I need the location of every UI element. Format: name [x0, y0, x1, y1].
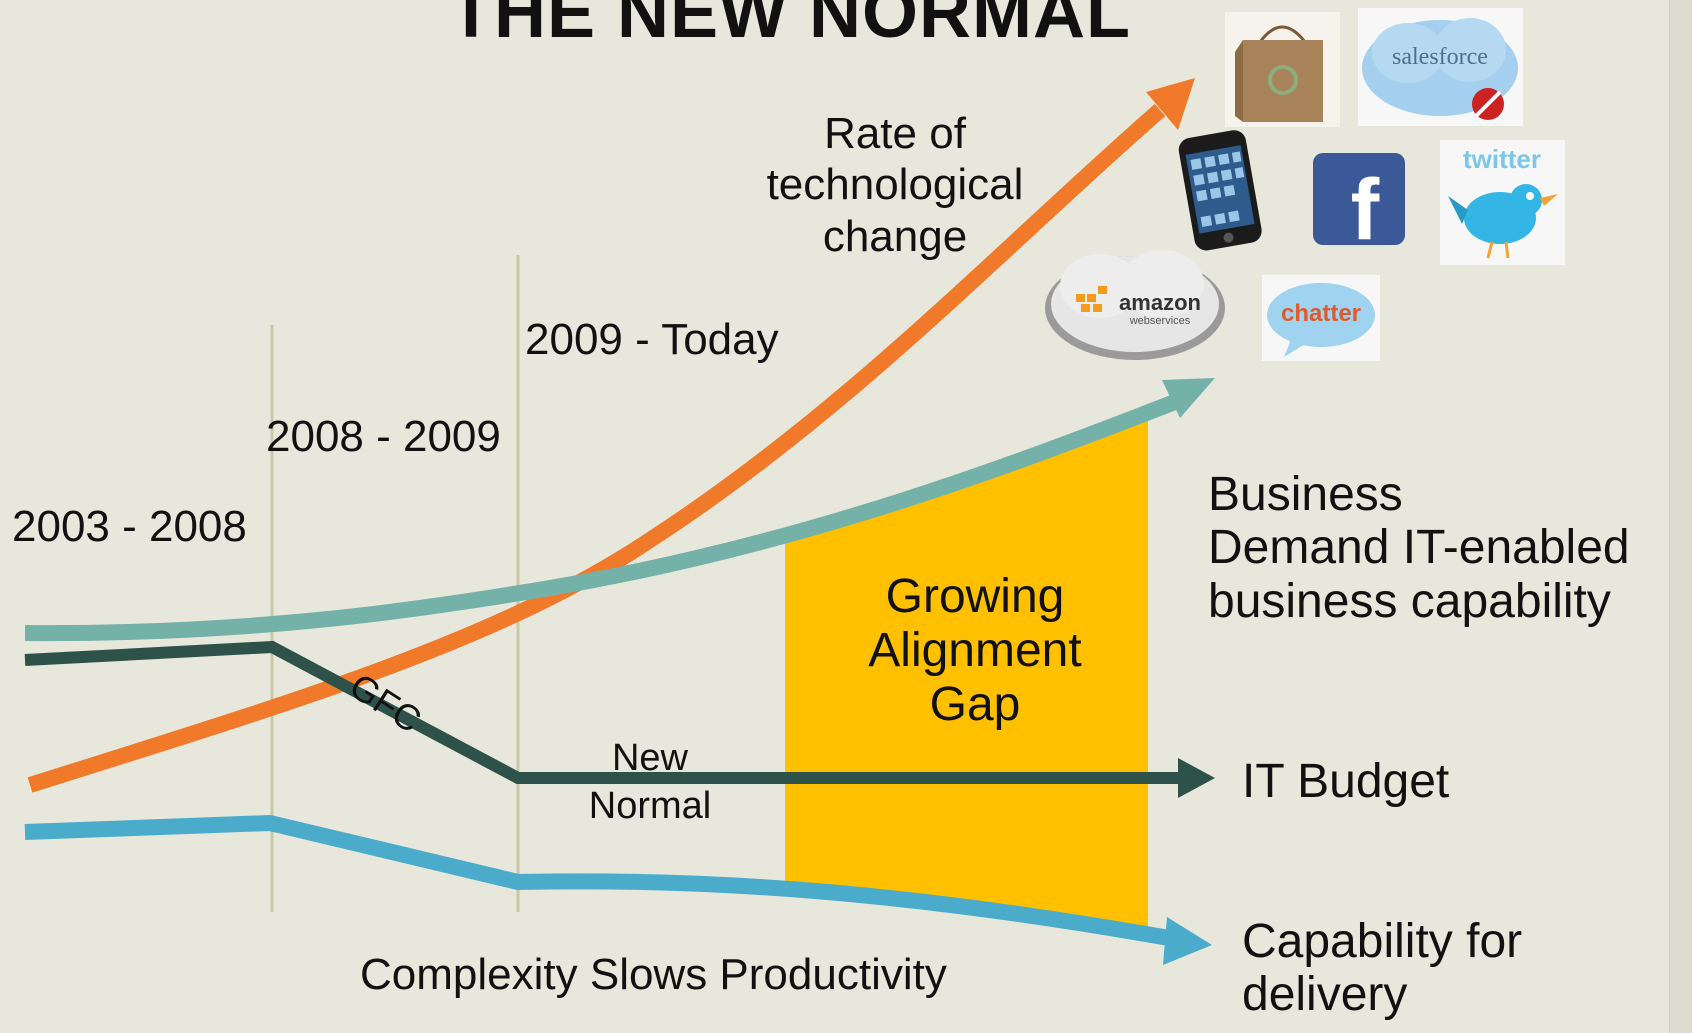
salesforce-logo-text: salesforce [1392, 44, 1488, 70]
new-normal-label: New Normal [588, 737, 712, 827]
chatter-logo-icon: chatter [1262, 275, 1380, 366]
chatter-logo-text: chatter [1281, 300, 1361, 327]
it-budget-arrowhead [1178, 758, 1215, 798]
tech-change-arrowhead [1146, 78, 1195, 130]
capability-arrowhead [1163, 917, 1212, 965]
salesforce-logo-icon: salesforce [1358, 8, 1523, 131]
tech-change-line [27, 103, 1166, 793]
tech-change-label: Rate of technological change [766, 109, 1024, 261]
twitter-logo-icon: twitter [1440, 140, 1565, 270]
period-label-2009-today: 2009 - Today [525, 315, 779, 364]
shopping-bag-icon [1225, 12, 1340, 132]
capability-label: Capability for delivery [1242, 915, 1523, 1022]
alignment-gap-area [785, 415, 1148, 928]
business-demand-label: Business Demand IT-enabled business capa… [1208, 468, 1630, 628]
page-title: THE NEW NORMAL [449, 0, 1131, 53]
phone-icon [1172, 125, 1272, 258]
period-label-2008-2009: 2008 - 2009 [266, 412, 501, 461]
amazon-logo-subtext: webservices [1129, 315, 1191, 327]
amazon-web-services-logo-icon: amazon webservices [1040, 238, 1230, 373]
capability-line [24, 814, 1182, 948]
complexity-label: Complexity Slows Productivity [360, 950, 947, 999]
right-border-strip [1669, 0, 1692, 1033]
facebook-logo-text: f [1351, 162, 1380, 245]
business-demand-arrowhead [1162, 378, 1215, 418]
twitter-logo-text: twitter [1463, 144, 1541, 174]
business-demand-line [24, 392, 1183, 642]
period-label-2003-2008: 2003 - 2008 [12, 502, 247, 551]
alignment-gap-label: Growing Alignment Gap [868, 570, 1082, 731]
amazon-logo-text: amazon [1119, 290, 1201, 315]
it-budget-line [24, 640, 1180, 784]
facebook-logo-icon: f [1313, 153, 1405, 258]
it-budget-label: IT Budget [1242, 755, 1450, 808]
